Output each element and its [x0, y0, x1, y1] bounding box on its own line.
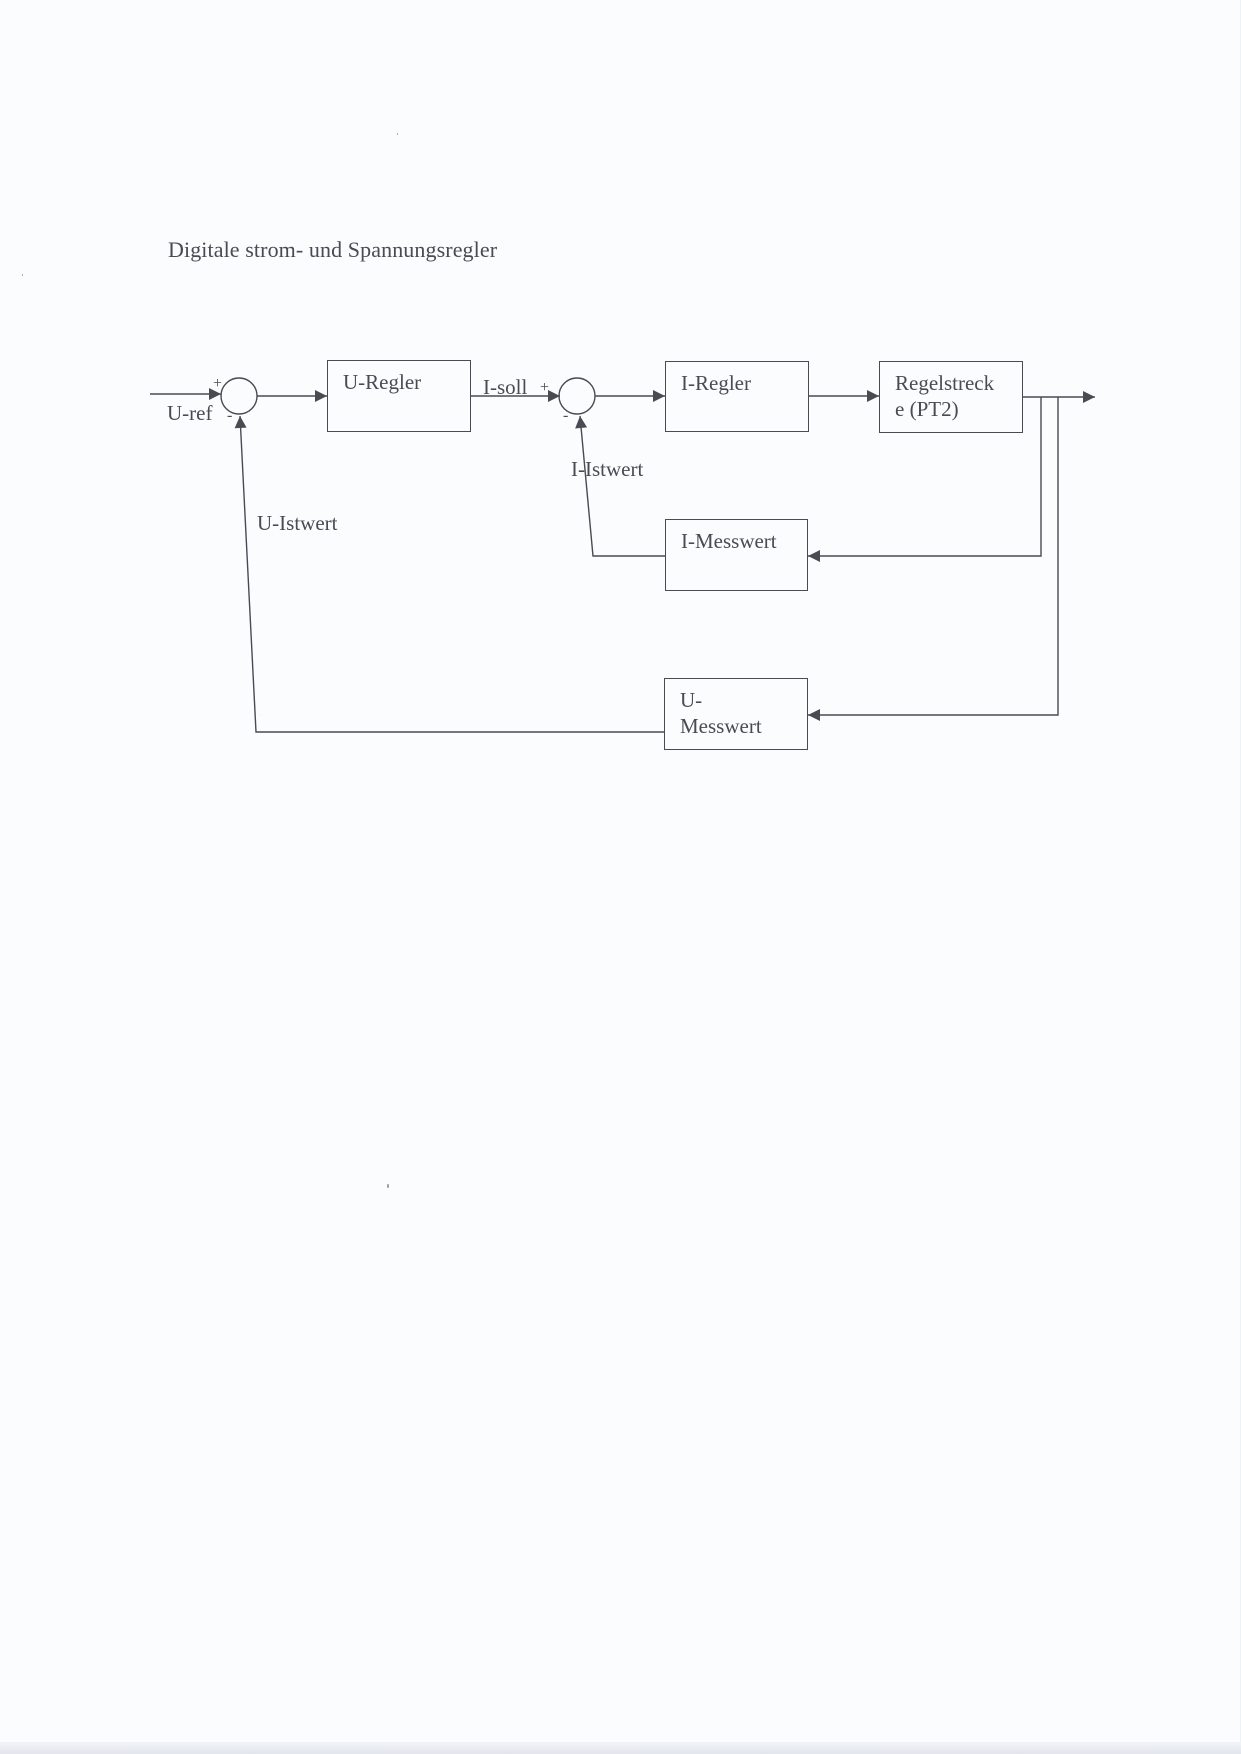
sum1-minus-sign: - — [227, 407, 233, 424]
sum2-minus-sign: - — [563, 407, 569, 424]
scan-speck — [22, 274, 23, 276]
page-title: Digitale strom- und Spannungsregler — [168, 237, 498, 262]
u-ref-label: U-ref — [167, 401, 213, 425]
voltage-feedback-line — [808, 397, 1059, 721]
scan-speck — [397, 133, 398, 135]
u-messwert-label-line1: U- — [680, 688, 703, 712]
u-istwert-line — [234, 415, 664, 733]
current-feedback-line — [808, 397, 1042, 562]
i-soll-label: I-soll — [483, 375, 528, 399]
i-messwert-label: I-Messwert — [681, 529, 777, 553]
u-regler-block: U-Regler — [327, 360, 471, 432]
regelstrecke-block: Regelstreck e (PT2) — [879, 361, 1023, 433]
sum1-plus-sign: + — [213, 375, 223, 392]
i-regler-label: I-Regler — [681, 371, 751, 395]
sum2-plus-sign: + — [540, 379, 550, 396]
page-bottom-shadow — [0, 1742, 1241, 1754]
u-messwert-label-line2: Messwert — [680, 714, 762, 738]
u-istwert-label: U-Istwert — [257, 511, 338, 535]
regelstrecke-label-line2: e (PT2) — [895, 397, 959, 421]
i-messwert-block: I-Messwert — [665, 519, 808, 591]
i-regler-block: I-Regler — [665, 361, 809, 432]
scan-speck — [387, 1184, 389, 1188]
i-istwert-label: I-Istwert — [571, 457, 644, 481]
regelstrecke-label-line1: Regelstreck — [895, 371, 995, 395]
u-messwert-block: U- Messwert — [664, 678, 808, 750]
i-istwert-line — [575, 415, 665, 557]
u-regler-label: U-Regler — [343, 370, 422, 394]
